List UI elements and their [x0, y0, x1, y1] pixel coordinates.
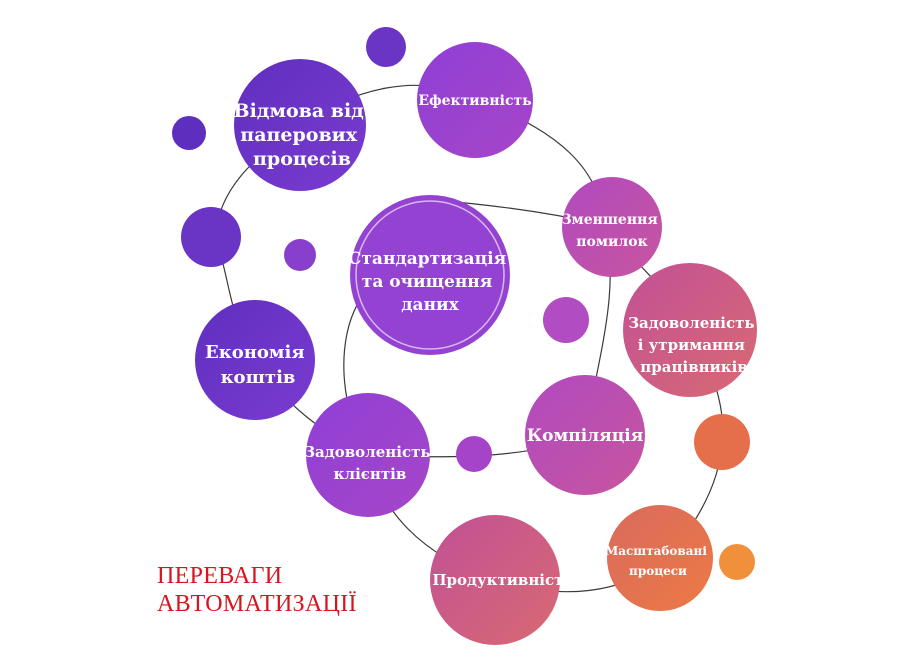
diagram-title: ПЕРЕВАГИ АВТОМАТИЗАЦІЇ [157, 562, 357, 618]
deco-bubble [694, 414, 750, 470]
node-errors: Зменшення помилок [561, 177, 662, 277]
node-paper: Відмова від паперових процесів [234, 59, 371, 191]
node-errors-label: Зменшення помилок [561, 212, 662, 250]
node-paper-label: Відмова від паперових процесів [234, 100, 371, 170]
decorative-bubbles [172, 27, 755, 580]
deco-bubble [172, 116, 206, 150]
deco-bubble [456, 436, 492, 472]
node-efficiency-label: Ефективність [418, 93, 531, 109]
node-economy: Економія коштів [195, 300, 315, 420]
deco-bubble [284, 239, 316, 271]
node-center: Стандартизація та очищення даних [348, 195, 512, 355]
node-productivity: Продуктивність [430, 515, 574, 645]
node-scalable: Масштабовані процеси [605, 505, 713, 611]
node-efficiency: Ефективність [417, 42, 533, 158]
node-employees: Задоволеність і утримання працівників [623, 263, 760, 397]
node-compilation: Компіляція [525, 375, 645, 495]
node-center-label: Стандартизація та очищення даних [348, 249, 512, 315]
node-employees-label: Задоволеність і утримання працівників [628, 314, 760, 376]
node-clients-label: Задоволеність клієнтів [304, 443, 436, 483]
deco-bubble [181, 207, 241, 267]
node-compilation-label: Компіляція [527, 426, 644, 446]
node-clients: Задоволеність клієнтів [304, 393, 436, 517]
deco-bubble [543, 297, 589, 343]
diagram-title-line-2: АВТОМАТИЗАЦІЇ [157, 591, 357, 617]
node-scalable-label: Масштабовані процеси [605, 544, 711, 578]
diagram-title-line-1: ПЕРЕВАГИ [157, 563, 283, 589]
deco-bubble [719, 544, 755, 580]
deco-bubble [366, 27, 406, 67]
node-productivity-label: Продуктивність [432, 571, 573, 589]
node-economy-label: Економія коштів [205, 342, 311, 388]
